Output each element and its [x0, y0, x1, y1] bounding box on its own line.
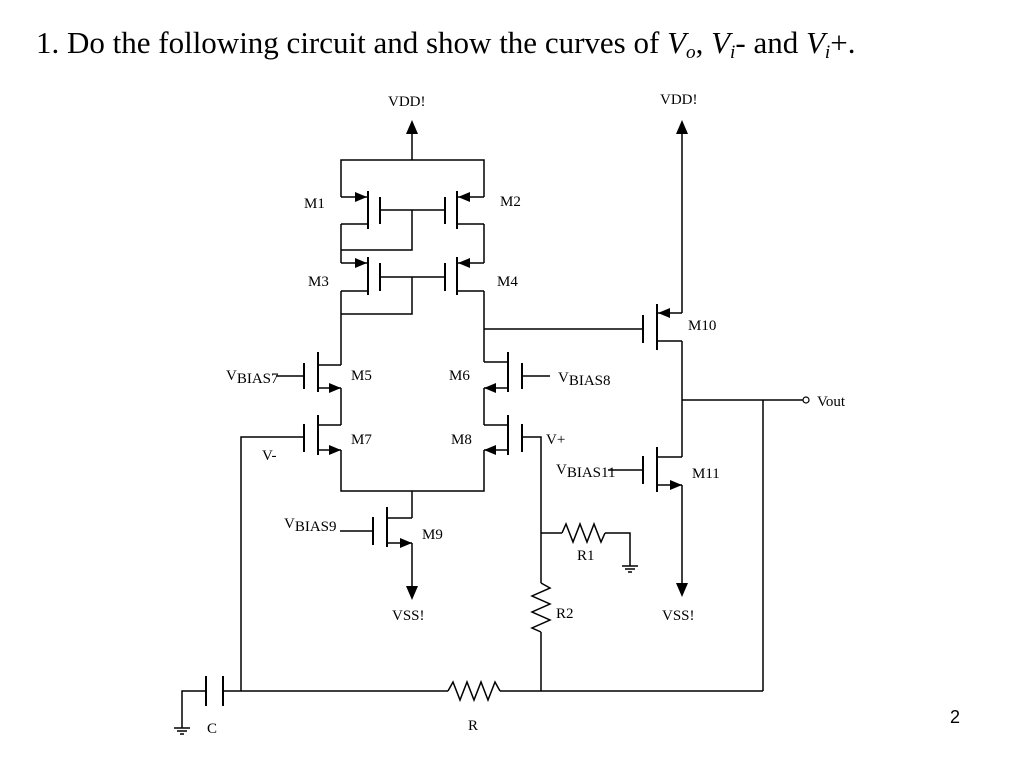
- transistor-m1: [340, 191, 445, 263]
- m6-label: M6: [449, 368, 470, 384]
- title-prefix: 1. Do the following circuit and show the…: [36, 25, 668, 60]
- feedback-resistor-r: [241, 400, 764, 703]
- vbias7-label: VBIAS7: [226, 368, 279, 387]
- vdd-right-label: VDD!: [660, 92, 698, 108]
- page-number: 2: [950, 707, 961, 727]
- title-vo: Vo: [667, 25, 696, 63]
- transistor-m9: [340, 491, 418, 600]
- vout-label: Vout: [817, 394, 846, 410]
- m5-label: M5: [351, 368, 372, 384]
- transistor-m8: [484, 415, 542, 583]
- transistor-m3: [340, 257, 445, 365]
- v-minus-label: V-: [262, 448, 276, 464]
- m10-label: M10: [688, 318, 716, 334]
- r-label: R: [468, 718, 478, 734]
- vbias11-label: VBIAS11: [556, 462, 615, 481]
- vout-node: [682, 396, 810, 404]
- transistor-m10: [642, 304, 683, 457]
- transistor-m11: [608, 447, 688, 597]
- transistor-m7: [240, 415, 485, 691]
- r1-label: R1: [577, 548, 595, 564]
- title-sep: ,: [695, 25, 712, 60]
- m1-label: M1: [304, 196, 325, 212]
- resistor-r1: [541, 521, 638, 573]
- vdd-right-arrow: [676, 120, 688, 313]
- vss-m11-label: VSS!: [662, 608, 695, 624]
- title-vi-plus: Vi: [805, 25, 831, 63]
- m8-label: M8: [451, 432, 472, 448]
- title-mid: - and: [735, 25, 806, 60]
- vdd-left-arrow: [406, 120, 418, 160]
- m3-label: M3: [308, 274, 329, 290]
- m9-label: M9: [422, 527, 443, 543]
- m2-label: M2: [500, 194, 521, 210]
- transistor-m5: [276, 352, 342, 425]
- v-plus-label: V+: [546, 432, 565, 448]
- capacitor-c: [174, 676, 241, 735]
- transistor-m4: [444, 257, 485, 362]
- m4-label: M4: [497, 274, 518, 290]
- m1-diode-connection: [341, 210, 413, 251]
- title-vi-minus: Vi: [711, 25, 736, 63]
- r2-label: R2: [556, 606, 574, 622]
- vdd-left-label: VDD!: [388, 94, 426, 110]
- m7-label: M7: [351, 432, 372, 448]
- slide-title: 1. Do the following circuit and show the…: [36, 24, 856, 64]
- title-end: +.: [830, 25, 856, 60]
- m11-label: M11: [692, 466, 720, 482]
- m3-diode-connection: [341, 277, 413, 315]
- transistor-m6: [483, 352, 550, 425]
- vbias9-label: VBIAS9: [284, 516, 337, 535]
- vdd-top-rail: [340, 159, 485, 197]
- c-label: C: [207, 721, 217, 737]
- transistor-m2: [444, 191, 485, 263]
- vss-m9-label: VSS!: [392, 608, 425, 624]
- vbias8-label: VBIAS8: [558, 370, 611, 389]
- resistor-r2: [530, 582, 552, 691]
